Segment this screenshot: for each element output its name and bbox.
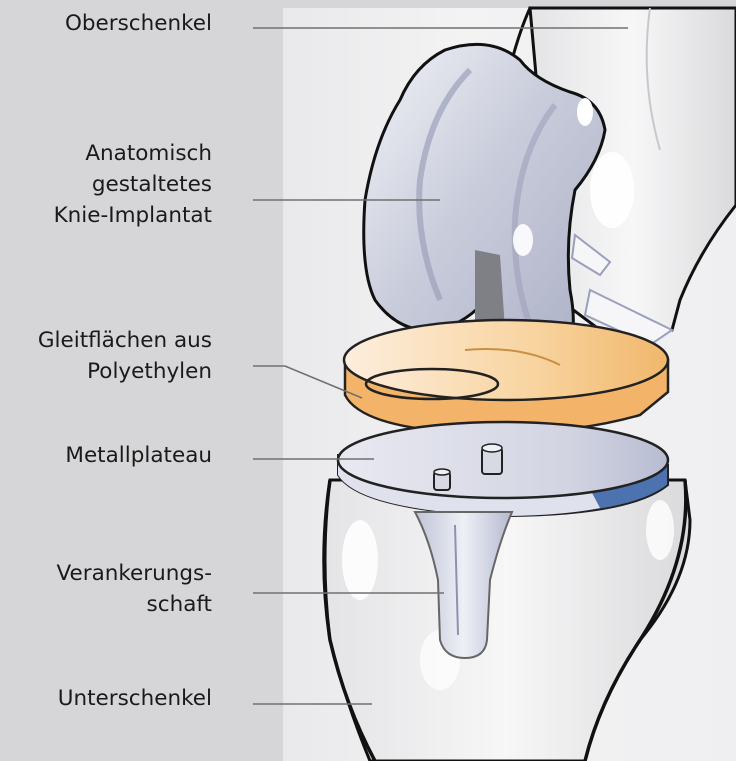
label-implant-line: Knie-Implantat — [54, 200, 212, 231]
label-polyethylene-line: Gleitflächen aus — [38, 325, 212, 356]
label-implant-line: gestaltetes — [54, 169, 212, 200]
label-tibia-line: Unterschenkel — [58, 683, 212, 714]
label-polyethylene-line: Polyethylen — [38, 356, 212, 387]
label-plateau-line: Metallplateau — [65, 440, 212, 471]
label-femur-line: Oberschenkel — [65, 8, 212, 39]
label-stem-line: Verankerungs- — [56, 558, 212, 589]
label-implant-line: Anatomisch — [54, 138, 212, 169]
label-stem-line: schaft — [56, 589, 212, 620]
label-plateau: Metallplateau — [65, 440, 212, 471]
label-stem: Verankerungs- schaft — [56, 558, 212, 620]
label-femur: Oberschenkel — [65, 8, 212, 39]
polyethylene-insert — [344, 320, 668, 433]
label-polyethylene: Gleitflächen aus Polyethylen — [38, 325, 212, 387]
metal-plateau — [338, 422, 668, 516]
label-tibia: Unterschenkel — [58, 683, 212, 714]
label-implant: Anatomisch gestaltetes Knie-Implantat — [54, 138, 212, 231]
